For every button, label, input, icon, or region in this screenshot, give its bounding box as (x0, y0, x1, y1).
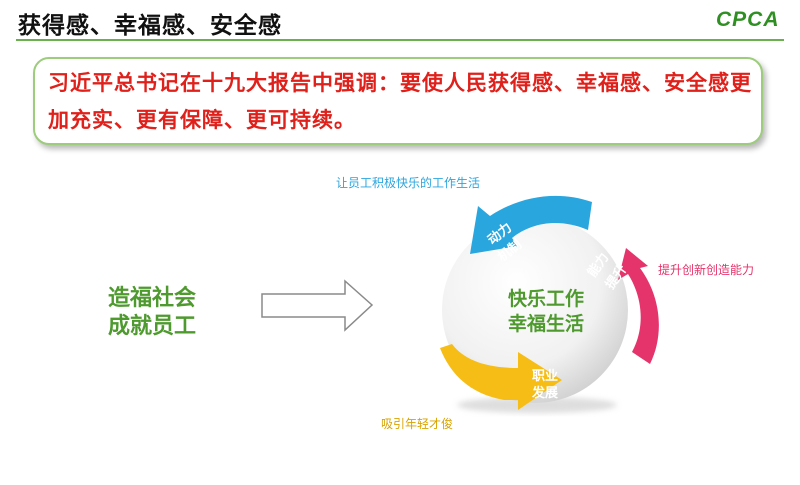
page-title: 获得感、幸福感、安全感 (18, 13, 282, 39)
arrow-blue (470, 195, 592, 254)
caption-blue: 让员工积极快乐的工作生活 (336, 175, 480, 190)
caption-pink: 提升创新创造能力 (658, 262, 754, 277)
quote-text: 习近平总书记在十九大报告中强调：要使人民获得感、幸福感、安全感更加充实、更有保障… (48, 71, 752, 132)
caption-yellow: 吸引年轻才俊 (381, 416, 453, 431)
center-sphere (442, 217, 628, 403)
center-line-1: 快乐工作 (508, 287, 584, 310)
arrow-yellow-label-1: 职业 (532, 368, 558, 384)
title-divider (16, 39, 784, 41)
left-slogan-line-1: 造福社会 (107, 286, 196, 311)
left-slogan-line-2: 成就员工 (107, 314, 196, 339)
hollow-right-arrow (261, 279, 374, 332)
arrow-yellow-label-2: 发展 (531, 385, 559, 401)
quote-box: 习近平总书记在十九大报告中强调：要使人民获得感、幸福感、安全感更加充实、更有保障… (33, 57, 763, 145)
arrow-yellow (440, 344, 562, 410)
center-line-2: 幸福生活 (508, 312, 584, 335)
arrow-pink (618, 248, 659, 364)
sphere-shadow (457, 397, 617, 413)
cpca-logo: CPCA (716, 8, 780, 31)
left-slogan: 造福社会 成就员工 (92, 285, 212, 341)
